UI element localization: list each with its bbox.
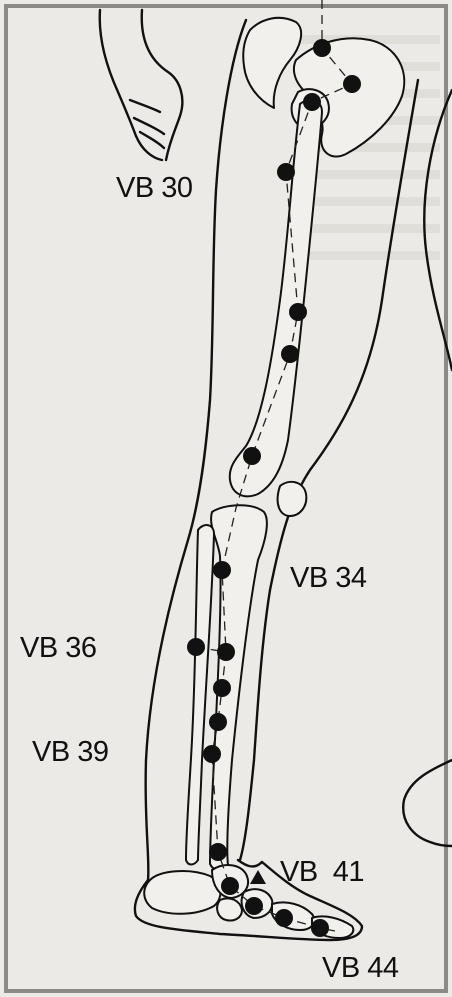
acupoint (209, 713, 227, 731)
acupoint-vb41 (221, 877, 239, 895)
acupoint (243, 447, 261, 465)
acupoint-vb36 (187, 638, 205, 656)
acupoint (245, 897, 263, 915)
acupoint (275, 909, 293, 927)
label-vb30: VB 30 (116, 174, 193, 203)
acupoint (343, 75, 361, 93)
label-vb44: VB 44 (322, 954, 399, 983)
acupoint (313, 39, 331, 57)
acupoint (209, 843, 227, 861)
label-vb39: VB 39 (32, 738, 109, 767)
label-vb36: VB 36 (20, 634, 97, 663)
acupoint-vb30 (277, 163, 295, 181)
acupoint-vb44 (311, 919, 329, 937)
acupoint (213, 679, 231, 697)
label-vb41: VB 41 (280, 858, 364, 887)
label-vb34: VB 34 (290, 564, 367, 593)
acupoint (217, 643, 235, 661)
acupoint-vb39 (203, 745, 221, 763)
acupoint (289, 303, 307, 321)
acupoint (303, 93, 321, 111)
acupoint-vb34 (213, 561, 231, 579)
acupoint (281, 345, 299, 363)
